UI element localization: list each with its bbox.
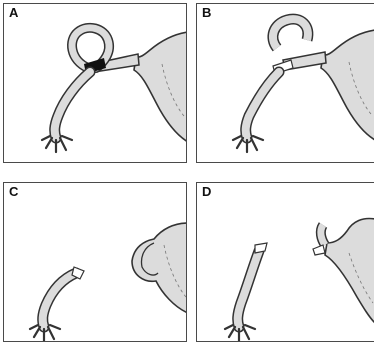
distal-ligature: [255, 243, 267, 253]
panel-d-illustration: [197, 183, 374, 342]
panel-d: D: [196, 182, 374, 342]
panel-b-illustration: [197, 4, 374, 163]
uterus: [321, 30, 374, 140]
panel-a: A: [3, 3, 187, 163]
panel-a-illustration: [4, 4, 187, 163]
panel-b: B: [196, 3, 374, 163]
uterus: [134, 32, 187, 142]
panel-c: C: [3, 182, 187, 342]
panel-c-illustration: [4, 183, 187, 342]
uterus: [325, 219, 374, 324]
proximal-ligature: [313, 245, 325, 255]
uterus: [132, 223, 187, 313]
